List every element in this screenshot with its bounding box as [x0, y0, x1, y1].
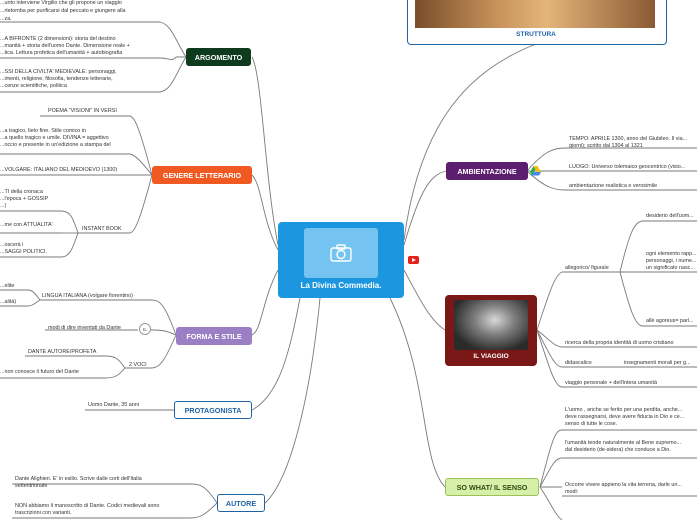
- genere-instant: INSTANT BOOK: [82, 226, 122, 232]
- viaggio-agoreus: allè agoreus= parl...: [646, 318, 694, 324]
- viaggio-elemento: ogni elemento rapp...: [646, 251, 697, 257]
- sowhat-text: deve rassegnarsi, deve avere fiducia in …: [565, 414, 685, 420]
- genere-text: ...SAGGI POLITICI.: [0, 249, 48, 255]
- argomento-text: ...unto interviene Virgilio che gli prop…: [0, 0, 122, 6]
- genere-text: ...TI della cronaca: [0, 189, 43, 195]
- ambientazione-node[interactable]: AMBIENTAZIONE: [446, 162, 528, 180]
- autore-text: settentrionale: [15, 483, 48, 489]
- viaggio-didascalico: didascalico: [565, 360, 592, 366]
- argomento-text: ...SSI DELLA CIVILTA' MEDIEVALE: persona…: [0, 69, 117, 75]
- forma-modi: modi di dire inventati da Dante: [48, 325, 121, 331]
- argomento-text: ...manità + storia dell'uomo Dante. Dime…: [0, 43, 130, 49]
- autore-text: Dante Alighieri. E' in esilio. Scrive da…: [15, 476, 142, 482]
- genere-text: ...oscerà i: [0, 242, 24, 248]
- forma-badge[interactable]: IL: [139, 323, 151, 335]
- viaggio-ricerca: ricerca della propria identità di uomo c…: [565, 340, 674, 346]
- autore-node[interactable]: AUTORE: [217, 494, 265, 512]
- genere-text: ...a tragico, lieto fine. Stile comico i…: [0, 128, 86, 134]
- ambientazione-luogo: LUOGO: Universo tolemaico geocentrico (v…: [569, 164, 686, 170]
- sowhat-text: l'umanità tende naturalmente al Bene sup…: [565, 440, 682, 446]
- genere-poema: POEMA "VISIONI" IN VERSI: [48, 108, 117, 114]
- ambientazione-tempo: TEMPO: APRILE 1300, anno del Giubileo. I…: [569, 136, 688, 142]
- protagonista-text: Uomo Dante, 35 anni: [88, 402, 139, 408]
- argomento-text: ...tica. Lettura profetica dell'umanità …: [0, 50, 123, 56]
- forma-futuro: ...non conosce il futuro del Dante: [0, 369, 79, 375]
- argomento-text: ...A BIFRONTE (2 dimensioni): storia del…: [0, 36, 116, 42]
- viaggio-insegnamenti: insegnamenti morali per g...: [624, 360, 691, 366]
- camera-icon[interactable]: [304, 228, 378, 278]
- ambientazione-tempo: giorni); scritto dal 1304 al 1321: [569, 143, 643, 149]
- viaggio-allegorico: allegorico/ figurale: [565, 265, 609, 271]
- central-title: La Divina Commedia.: [300, 281, 382, 290]
- sowhat-node[interactable]: SO WHAT/ IL SENSO: [445, 478, 539, 496]
- youtube-icon[interactable]: [408, 256, 419, 264]
- ambientazione-realistica: ambientazione realistica e verosimile: [569, 183, 658, 189]
- viaggio-label: IL VIAGGIO: [473, 353, 509, 360]
- argomento-text: ...za.: [0, 16, 12, 22]
- forma-autore: DANTE AUTORE/PROFETA: [28, 349, 97, 355]
- genere-node[interactable]: GENERE LETTERARIO: [152, 166, 252, 184]
- sowhat-text: Occorre vivere appieno la vita terrena, …: [565, 482, 682, 488]
- genere-text: ...): [0, 203, 7, 209]
- struttura-label: STRUTTURA: [516, 31, 556, 38]
- sowhat-text: modi:: [565, 489, 579, 495]
- genere-text: ...me con ATTUALITA': [0, 222, 53, 228]
- forma-voci: 2 VOCI: [129, 362, 147, 368]
- sowhat-text: senso di tutte le cose.: [565, 421, 618, 427]
- genere-text: ...occio e presente in un'edizione a sta…: [0, 142, 111, 148]
- autore-text: trascrizioni con varianti.: [15, 510, 72, 516]
- argomento-text: ...imenti, religione, filosofia, tendenz…: [0, 76, 113, 82]
- forma-lingua: LINGUA ITALIANA (volgare fiorentino): [42, 293, 133, 299]
- sowhat-text: dal desiderio (de-sidera) che conduce a …: [565, 447, 671, 453]
- viaggio-elemento: un significato nasc...: [646, 265, 695, 271]
- sowhat-text: L'uomo , anche se ferito per una perdita…: [565, 407, 683, 413]
- argomento-text: ...rtetomba per purificarsi dal peccato …: [0, 8, 126, 14]
- forma-text: ...elite: [0, 283, 15, 289]
- autore-text: NON abbiamo il manoscritto di Dante. Cod…: [15, 503, 160, 509]
- forma-text: ...alità): [0, 299, 17, 305]
- google-drive-icon[interactable]: [530, 166, 541, 176]
- viaggio-image: [454, 300, 528, 350]
- forma-node[interactable]: FORMA E STILE: [176, 327, 252, 345]
- viaggio-elemento: personaggi, i nume...: [646, 258, 697, 264]
- protagonista-node[interactable]: PROTAGONISTA: [174, 401, 252, 419]
- genere-volgare: ...VOLGARE: ITALIANO DEL MEDIOEVO (1300): [0, 167, 118, 173]
- argomento-text: ...cenze scientifiche, politica: [0, 83, 67, 89]
- argomento-node[interactable]: ARGOMENTO: [186, 48, 251, 66]
- viaggio-personale: viaggio personale + dell'intera umanità: [565, 380, 657, 386]
- struttura-image: [415, 0, 655, 28]
- genere-text: ...l'epoca + GOSSIP: [0, 196, 49, 202]
- genere-text: ...a quello tragico e umile. DIVINA = ag…: [0, 135, 109, 141]
- viaggio-desiderio: desiderio dell'uom...: [646, 213, 694, 219]
